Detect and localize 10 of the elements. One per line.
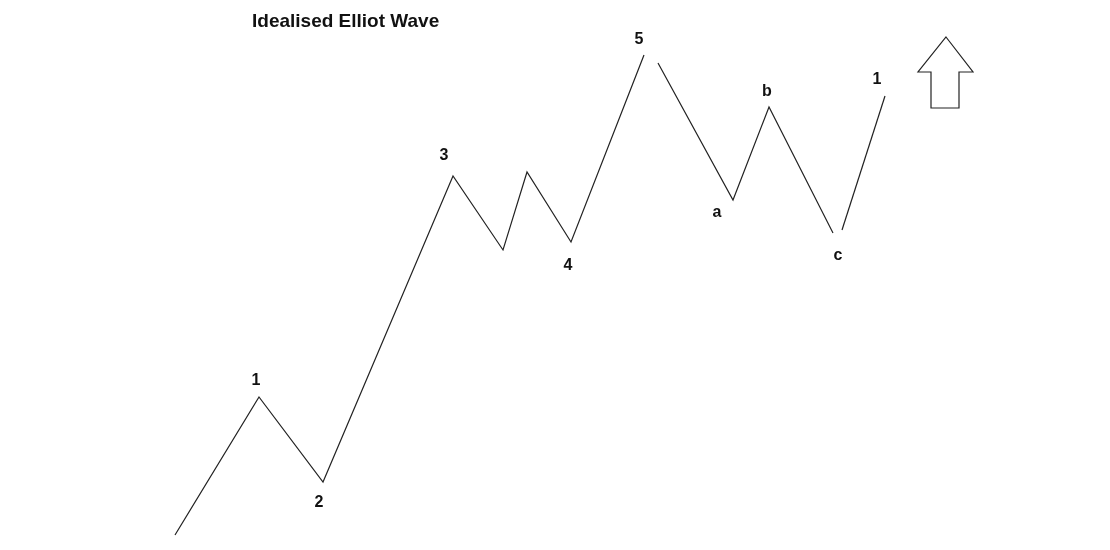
wave-label: 1 (872, 71, 882, 87)
wave-label: 5 (634, 31, 644, 47)
wave-label: a (712, 204, 722, 220)
wave-label: 3 (439, 147, 449, 163)
wave-label: c (833, 247, 843, 263)
title: Idealised Elliot Wave (252, 11, 440, 30)
wave-label: 1 (251, 372, 261, 388)
wave-label: 2 (314, 494, 324, 510)
wave-label: b (762, 83, 772, 99)
wave-label: 4 (563, 257, 573, 273)
